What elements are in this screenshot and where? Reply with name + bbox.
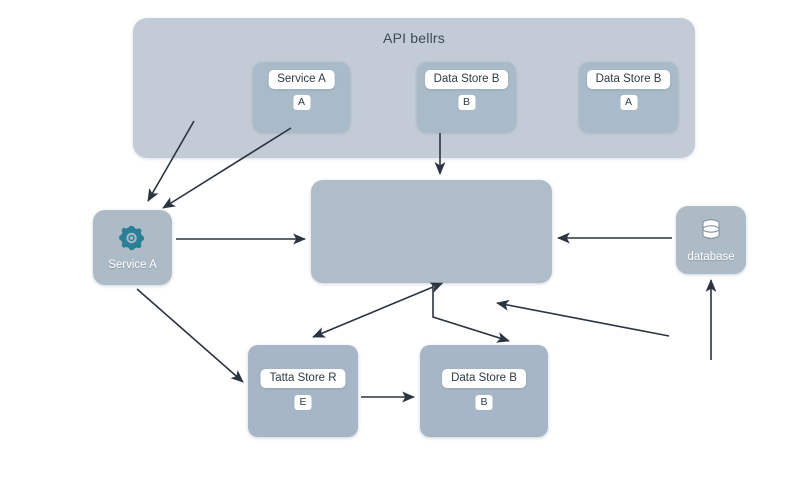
node-label: Data Store B — [442, 369, 526, 388]
node-label: Data Store B — [586, 70, 671, 89]
node-data-store-b-top[interactable]: Data Store B B — [417, 62, 516, 132]
edge-service-a-to-tatta-store — [136, 288, 244, 383]
node-badge: B — [475, 395, 493, 411]
node-database[interactable]: database — [676, 206, 746, 274]
node-service-a-top[interactable]: Service A A — [253, 62, 350, 132]
icon-node-caption: Service A — [108, 259, 157, 271]
edge-lower-right-to-center — [496, 299, 670, 337]
database-icon — [699, 218, 723, 244]
node-center-block[interactable] — [311, 180, 552, 283]
node-badge: B — [457, 95, 476, 111]
node-badge: E — [294, 395, 312, 411]
node-label: Data Store B — [424, 70, 509, 89]
node-tatta-store-r[interactable]: Tatta Store R E — [248, 345, 358, 437]
node-data-store-b-bottom[interactable]: Data Store B B — [420, 345, 548, 437]
node-data-store-b-top-2[interactable]: Data Store B A — [579, 62, 678, 132]
edge-center-to-tatta-store — [312, 282, 444, 338]
gear-icon — [118, 224, 147, 252]
node-badge: A — [619, 95, 638, 111]
group-title: API bellrs — [383, 30, 445, 46]
icon-node-caption: database — [687, 250, 735, 263]
node-label: Tatta Store R — [260, 369, 346, 388]
node-badge: A — [292, 95, 311, 111]
node-service-a-gear[interactable]: Service A — [93, 210, 172, 285]
node-label: Service A — [268, 70, 335, 89]
edge-center-to-data-store-b-bottom — [432, 283, 510, 343]
